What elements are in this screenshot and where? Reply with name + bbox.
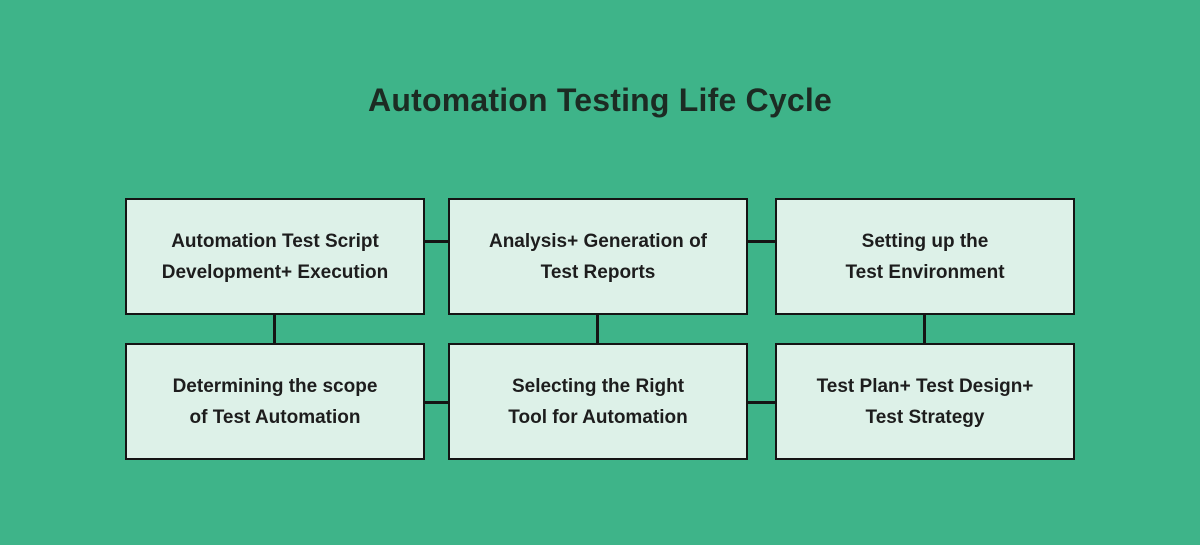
connector-top-row-1-2 bbox=[421, 240, 451, 243]
node-label-line: Test Plan+ Test Design+ bbox=[816, 375, 1034, 397]
node-label-line: Development+ Execution bbox=[161, 261, 389, 283]
node-label-line: Setting up the bbox=[861, 230, 989, 252]
node-automation-test-script: Automation Test Script Development+ Exec… bbox=[125, 198, 425, 315]
diagram-title: Automation Testing Life Cycle bbox=[368, 82, 832, 118]
node-label-line: Automation Test Script bbox=[171, 230, 379, 252]
node-label-line: Determining the scope bbox=[172, 375, 378, 397]
connector-col1-vertical bbox=[273, 313, 276, 345]
node-label-line: Test Environment bbox=[845, 261, 1005, 283]
node-label-line: Tool for Automation bbox=[508, 406, 688, 428]
connector-col2-vertical bbox=[596, 313, 599, 345]
node-label-line: of Test Automation bbox=[189, 406, 361, 428]
node-label-line: Test Reports bbox=[540, 261, 656, 283]
node-setting-up-environment: Setting up the Test Environment bbox=[775, 198, 1075, 315]
node-label-line: Test Strategy bbox=[865, 406, 985, 428]
node-analysis-generation-reports: Analysis+ Generation of Test Reports bbox=[448, 198, 748, 315]
connector-top-row-2-3 bbox=[746, 240, 777, 243]
node-test-plan-design-strategy: Test Plan+ Test Design+ Test Strategy bbox=[775, 343, 1075, 460]
node-determining-scope: Determining the scope of Test Automation bbox=[125, 343, 425, 460]
connector-col3-vertical bbox=[923, 313, 926, 345]
connector-bottom-row-5-6 bbox=[746, 401, 777, 404]
node-selecting-right-tool: Selecting the Right Tool for Automation bbox=[448, 343, 748, 460]
connector-bottom-row-4-5 bbox=[421, 401, 451, 404]
node-label-line: Analysis+ Generation of bbox=[488, 230, 708, 252]
node-label-line: Selecting the Right bbox=[511, 375, 685, 397]
